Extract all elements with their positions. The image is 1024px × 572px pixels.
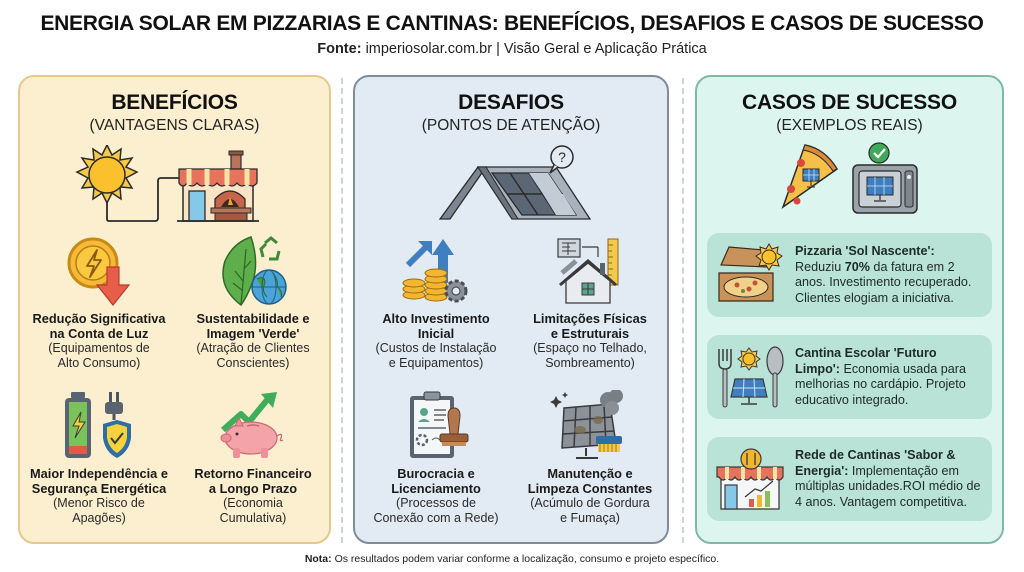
bolt-coin-down-arrow-icon xyxy=(24,227,174,307)
item-desc: Cumulativa) xyxy=(219,511,287,525)
case-description: da fatura em 2 anos. Investimento recupe… xyxy=(795,259,972,305)
dirty-panel-brush-icon xyxy=(515,382,665,462)
item-title: Licenciamento xyxy=(391,481,481,496)
storefront-growth-chart-icon xyxy=(715,443,787,515)
item-title: Maior Independência e xyxy=(30,466,168,481)
source-label: Fonte: xyxy=(317,41,362,57)
item-title: Inicial xyxy=(417,326,455,341)
item-desc: Conexão com a Rede) xyxy=(373,511,499,525)
item-desc: e Equipamentos) xyxy=(388,356,484,370)
note-text: Os resultados podem variar conforme a lo… xyxy=(331,553,720,565)
item-desc: (Menor Risco de xyxy=(53,496,145,510)
source-text: imperiosolar.com.br | Visão Geral e Apli… xyxy=(365,41,707,57)
dashed-divider xyxy=(682,78,684,543)
fork-spoon-solar-icon xyxy=(715,341,787,413)
case-description: Economia usada para melhorias no cardápi… xyxy=(795,361,966,407)
sun-powering-pizzeria-icon xyxy=(20,145,329,225)
item-title: na Conta de Luz xyxy=(49,326,149,341)
case-description: Implementação em múltiplas unidades.ROI … xyxy=(795,463,981,509)
item-title: Alto Investimento xyxy=(382,311,490,326)
item-title: e Estruturais xyxy=(550,326,630,341)
benefits-header: BENEFÍCIOS (VANTAGENS CLARAS) xyxy=(20,91,329,135)
item-title: Manutenção e xyxy=(547,466,633,481)
case-card: Pizzaria 'Sol Nascente': Reduziu 70% da … xyxy=(707,233,992,317)
case-highlight: 70% xyxy=(844,259,870,274)
house-blueprint-ruler-icon xyxy=(515,227,665,307)
item-title: Limpeza Constantes xyxy=(527,481,653,496)
dashed-divider xyxy=(341,78,343,543)
benefits-title: BENEFÍCIOS xyxy=(111,91,238,114)
item-desc: Apagões) xyxy=(72,511,126,525)
case-text: Cantina Escolar 'Futuro Limpo': Economia… xyxy=(795,346,984,408)
svg-text:?: ? xyxy=(558,149,566,165)
item-title: Burocracia e xyxy=(397,466,475,481)
cases-title: CASOS DE SUCESSO xyxy=(741,91,957,114)
pizza-slice-and-solar-oven-check-icon xyxy=(697,141,1002,217)
case-name: Cantina Escolar 'Futuro Limpo': xyxy=(795,346,937,376)
item-desc: (Equipamentos de xyxy=(48,341,150,355)
case-text: Rede de Cantinas 'Sabor & Energia': Impl… xyxy=(795,448,984,510)
item-desc: (Acúmulo de Gordura xyxy=(530,496,650,510)
item-desc: (Economia xyxy=(223,496,283,510)
clipboard-stamp-icon xyxy=(361,382,511,462)
item-desc: (Custos de Instalação xyxy=(375,341,497,355)
cases-subtitle: (EXEMPLOS REAIS) xyxy=(776,117,923,134)
item-title: Retorno Financeiro xyxy=(194,466,312,481)
piggy-bank-growth-icon xyxy=(178,382,328,462)
item-desc: Alto Consumo) xyxy=(57,356,141,370)
item-desc: Sombreamento) xyxy=(545,356,635,370)
item-title: Limitações Físicas xyxy=(533,311,647,326)
item-desc: e Fumaça) xyxy=(560,511,620,525)
item-title: Redução Significativa xyxy=(32,311,166,326)
case-card: Cantina Escolar 'Futuro Limpo': Economia… xyxy=(707,335,992,419)
item-title: a Longo Prazo xyxy=(208,481,298,496)
item-desc: (Processos de xyxy=(396,496,476,510)
challenges-header: DESAFIOS (PONTOS DE ATENÇÃO) xyxy=(355,91,667,135)
page-subtitle: Fonte: imperiosolar.com.br | Visão Geral… xyxy=(0,41,1024,57)
coins-arrows-gear-icon xyxy=(361,227,511,307)
item-title: Sustentabilidade e xyxy=(196,311,310,326)
challenges-title: DESAFIOS xyxy=(458,91,564,114)
benefits-panel: BENEFÍCIOS (VANTAGENS CLARAS) xyxy=(18,75,331,544)
item-title: Segurança Energética xyxy=(31,481,167,496)
roof-solar-question-icon: ? xyxy=(355,143,667,223)
note-label: Nota: xyxy=(304,553,332,565)
item-title: Imagem 'Verde' xyxy=(206,326,300,341)
benefits-subtitle: (VANTAGENS CLARAS) xyxy=(89,117,260,134)
pizza-box-sun-icon xyxy=(715,239,787,311)
leaf-recycle-globe-icon xyxy=(178,227,328,307)
battery-plug-shield-icon xyxy=(24,382,174,462)
case-name: Pizzaria 'Sol Nascente': xyxy=(795,244,935,258)
item-desc: Conscientes) xyxy=(216,356,290,370)
case-name: Rede de Cantinas 'Sabor & Energia': xyxy=(795,448,956,478)
case-description: Reduziu xyxy=(795,259,845,274)
item-desc: (Atração de Clientes xyxy=(196,341,310,355)
cases-panel: CASOS DE SUCESSO (EXEMPLOS REAIS) xyxy=(695,75,1004,544)
footer-note: Nota: Os resultados podem variar conform… xyxy=(0,553,1024,565)
challenges-panel: DESAFIOS (PONTOS DE ATENÇÃO) ? xyxy=(353,75,669,544)
case-text: Pizzaria 'Sol Nascente': Reduziu 70% da … xyxy=(795,244,984,306)
cases-header: CASOS DE SUCESSO (EXEMPLOS REAIS) xyxy=(697,91,1002,135)
item-desc: (Espaço no Telhado, xyxy=(533,341,647,355)
page-title: ENERGIA SOLAR EM PIZZARIAS E CANTINAS: B… xyxy=(40,12,984,35)
case-card: Rede de Cantinas 'Sabor & Energia': Impl… xyxy=(707,437,992,521)
challenges-subtitle: (PONTOS DE ATENÇÃO) xyxy=(421,117,601,134)
